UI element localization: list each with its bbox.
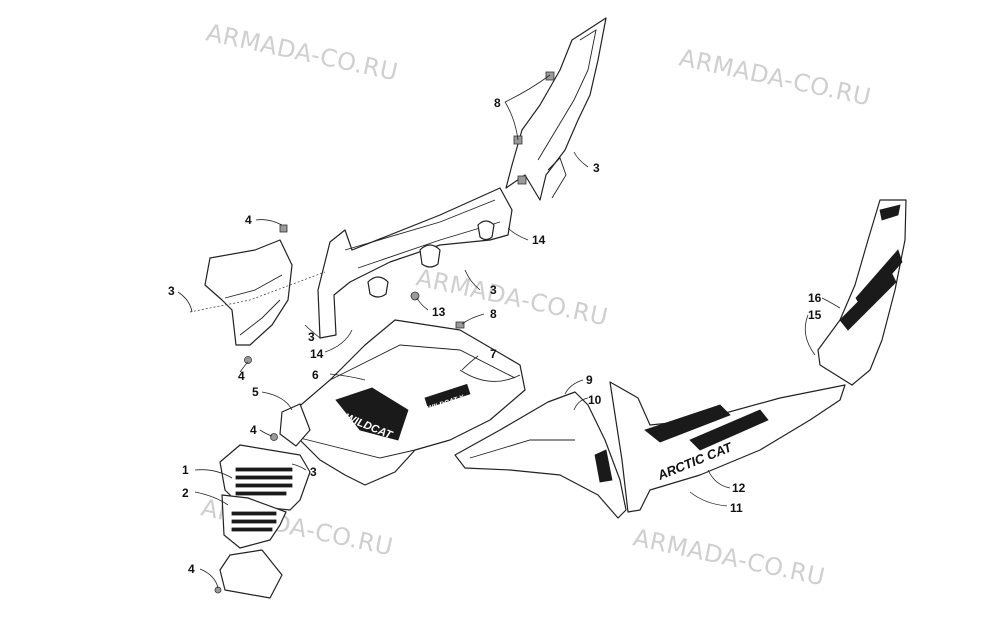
callout-3-grille: 3 <box>310 465 317 479</box>
right-fender-outer: ARCTIC CAT <box>594 381 846 513</box>
callout-13: 13 <box>432 305 446 319</box>
callout-4-left-cover: 4 <box>245 213 252 227</box>
callout-2: 2 <box>182 486 189 500</box>
dash-trim-panel <box>317 187 513 339</box>
fasteners <box>214 291 465 594</box>
callout-14-lower: 14 <box>310 347 324 361</box>
callout-3-left: 3 <box>168 284 175 298</box>
callout-10: 10 <box>588 393 602 407</box>
callout-6: 6 <box>312 368 319 382</box>
watermark-bottom-right: ARMADA-CO.RU <box>631 523 828 591</box>
front-bumper-panel <box>279 403 311 447</box>
callout-3-center: 3 <box>490 283 497 297</box>
rear-side-panel <box>817 199 907 386</box>
grille-slots <box>231 467 293 532</box>
watermark-top-right: ARMADA-CO.RU <box>677 43 874 111</box>
callout-14-upper: 14 <box>532 233 546 247</box>
right-fender-inner <box>454 391 627 519</box>
front-hood: WILDCAT WILDCAT X <box>294 319 526 486</box>
leader-lines <box>177 74 841 589</box>
front-grille <box>219 444 311 599</box>
callout-11: 11 <box>730 501 743 515</box>
callout-12: 12 <box>732 481 746 495</box>
callout-15: 15 <box>808 308 822 322</box>
callout-4-below-cover: 4 <box>238 369 245 383</box>
callout-1: 1 <box>182 463 189 477</box>
callout-7: 7 <box>490 347 497 361</box>
callout-3-dash: 3 <box>308 330 315 344</box>
left-side-cover <box>189 224 326 346</box>
callout-4-bumper: 4 <box>250 423 257 437</box>
callout-3-upper-panel: 3 <box>593 161 600 175</box>
callout-5: 5 <box>252 385 259 399</box>
watermark-top-left: ARMADA-CO.RU <box>204 18 401 86</box>
callout-4-lower-grille: 4 <box>188 562 195 576</box>
callouts: 8 3 14 4 3 3 13 8 3 14 7 4 6 5 4 3 1 2 4… <box>168 96 822 576</box>
callout-16: 16 <box>808 291 822 305</box>
watermark-center: ARMADA-CO.RU <box>414 263 611 331</box>
upper-side-panel <box>505 17 607 201</box>
callout-8-upper: 8 <box>494 96 501 110</box>
callout-8-lower: 8 <box>490 307 497 321</box>
callout-9: 9 <box>586 373 593 387</box>
